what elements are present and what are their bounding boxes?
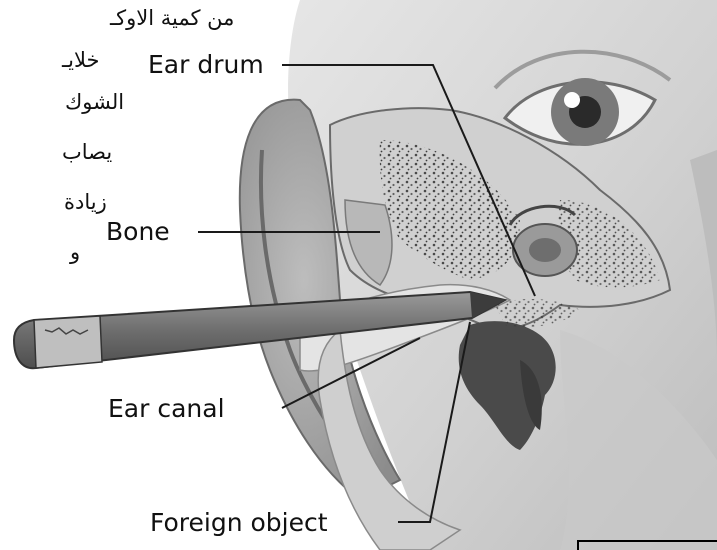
arabic-line-3: الشوك bbox=[65, 90, 124, 114]
label-foreign-object: Foreign object bbox=[150, 510, 328, 535]
arabic-line-6: و bbox=[70, 240, 80, 264]
label-ear-drum: Ear drum bbox=[148, 52, 264, 77]
arabic-line-5: زيادة bbox=[64, 190, 107, 214]
label-ear-canal: Ear canal bbox=[108, 396, 225, 421]
arabic-line-2: خلايـ bbox=[62, 48, 100, 72]
arabic-line-1: من كمية الاوكـ bbox=[110, 6, 234, 30]
arabic-line-4: يصاب bbox=[62, 140, 112, 164]
label-bone: Bone bbox=[106, 219, 170, 244]
